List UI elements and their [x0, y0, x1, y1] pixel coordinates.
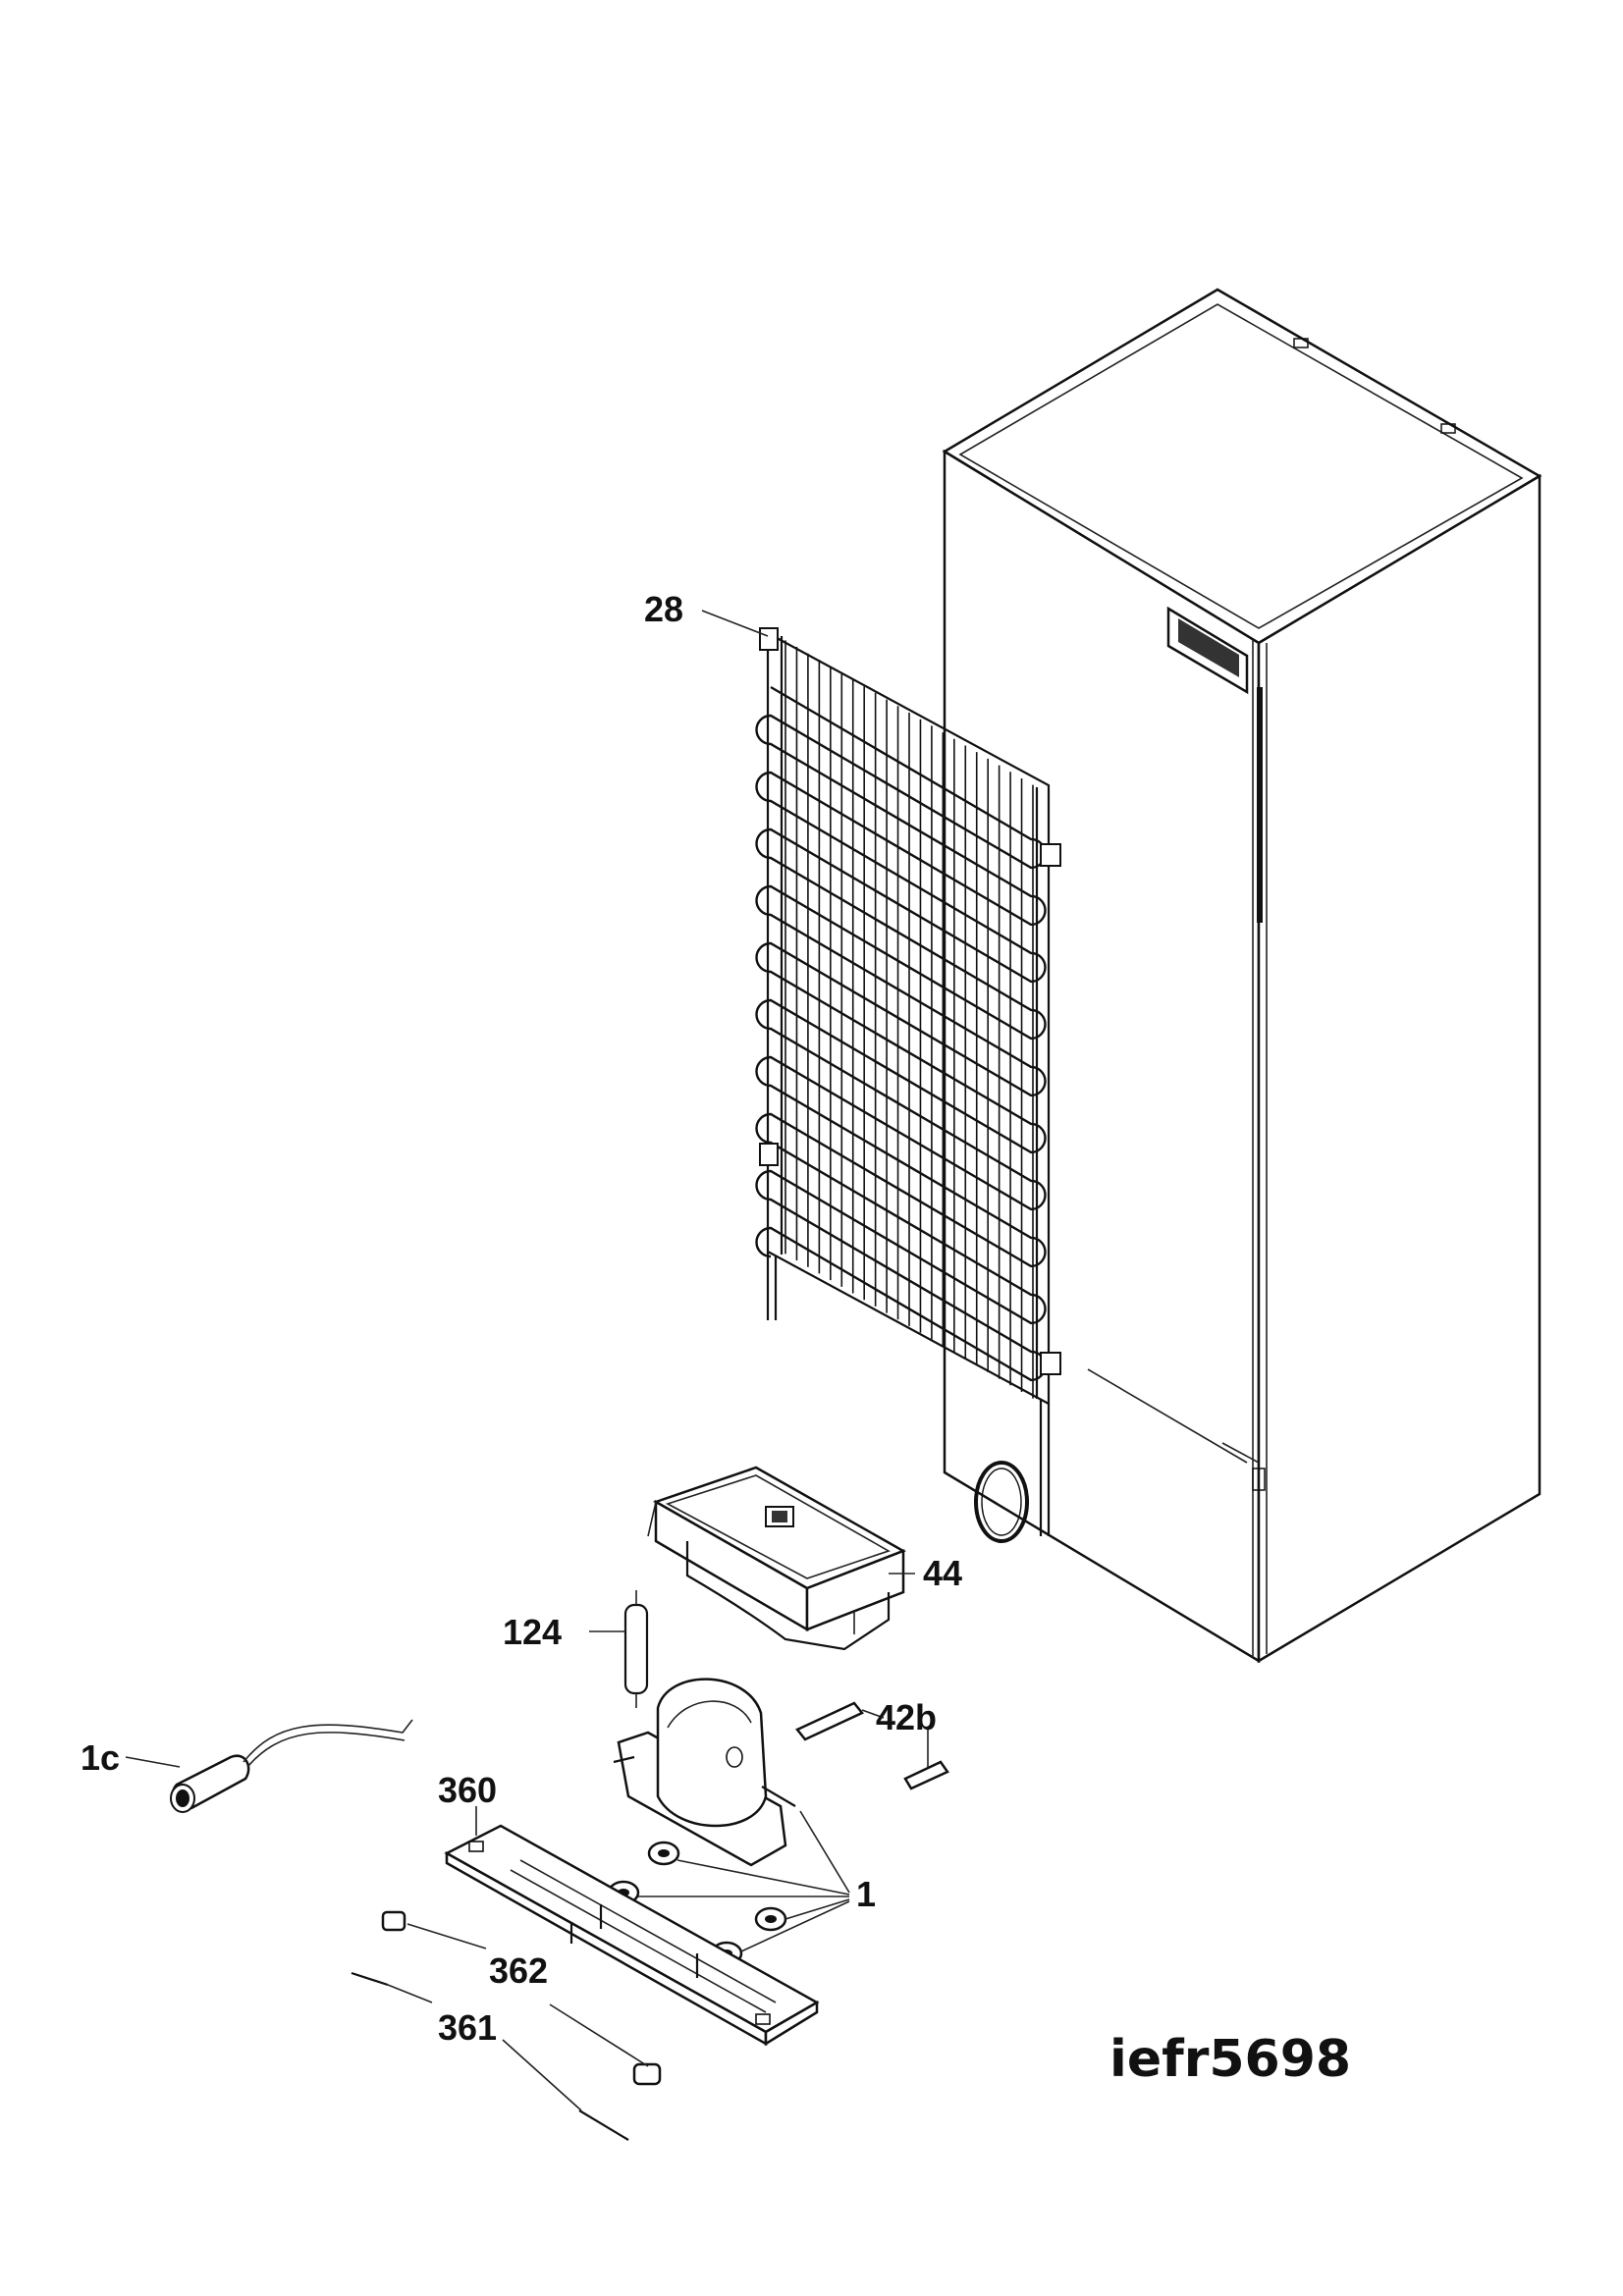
callout-base-plate: 360	[438, 1770, 497, 1810]
filter-drier	[623, 1590, 649, 1708]
diagram-code: iefr5698	[1109, 2030, 1351, 2089]
compressor	[613, 1678, 796, 1867]
callout-condenser: 28	[644, 589, 683, 629]
callout-grommets: 1	[856, 1874, 876, 1914]
callout-bracket: 42b	[876, 1697, 937, 1737]
bracket-parts	[795, 1701, 949, 1790]
callout-drip-tray: 44	[923, 1553, 962, 1593]
callout-filter-drier: 124	[503, 1612, 562, 1652]
plug-part	[381, 1910, 662, 2086]
start-capacitor	[170, 1719, 413, 1813]
base-plate	[444, 1824, 820, 2047]
condenser-coil	[755, 627, 1061, 1543]
leader-lines	[125, 610, 915, 2111]
callout-plug: 362	[489, 1950, 548, 1991]
callout-pin: 361	[438, 2007, 497, 2048]
callout-labels: 28 44 124 42b 1c 360 1 362 361	[81, 589, 962, 2048]
fridge-cabinet	[942, 288, 1542, 1664]
drip-tray	[647, 1466, 906, 1651]
pin-part	[351, 1971, 629, 2141]
callout-capacitor: 1c	[81, 1737, 120, 1778]
